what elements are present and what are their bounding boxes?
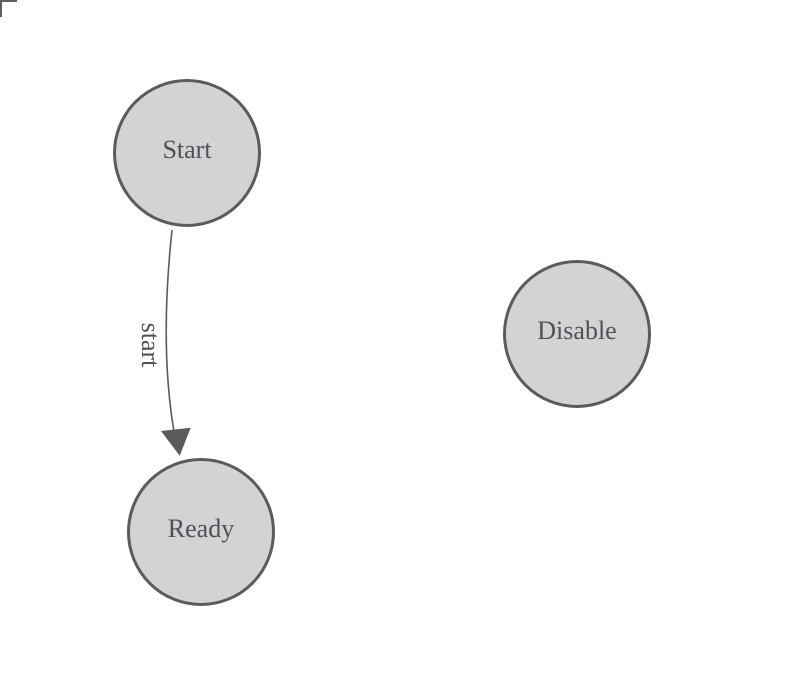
- state-node-ready-label: Ready: [167, 514, 235, 543]
- state-node-ready[interactable]: Ready: [127, 458, 275, 606]
- transition-edge-start-to-ready[interactable]: [165, 229, 178, 449]
- state-node-start-label: Start: [162, 135, 212, 164]
- transition-label[interactable]: start: [136, 322, 165, 368]
- state-node-disable[interactable]: Disable: [503, 260, 651, 408]
- state-node-start[interactable]: Start: [113, 79, 261, 227]
- arrowhead-icon: [161, 427, 191, 456]
- state-node-disable-label: Disable: [537, 316, 617, 345]
- canvas-origin-mark: [0, 0, 17, 17]
